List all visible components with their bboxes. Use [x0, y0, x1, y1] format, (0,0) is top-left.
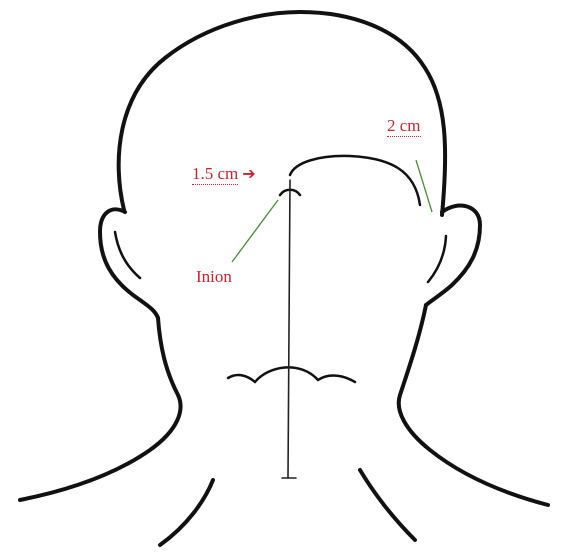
neck-left	[20, 318, 181, 500]
neck-right	[399, 305, 548, 505]
midline	[288, 180, 290, 478]
measurement-arc	[290, 156, 420, 205]
hairline	[228, 367, 355, 382]
left-ear-inner	[115, 232, 140, 278]
label-offset-right-text: 2 cm	[387, 116, 421, 137]
head-outline	[119, 12, 445, 215]
shoulder-line-left	[160, 480, 213, 545]
label-offset-left-text: 1.5 cm	[192, 164, 238, 185]
right-offset-leader-line	[416, 160, 432, 212]
right-arrow-icon: ➔	[242, 164, 255, 183]
left-ear	[100, 209, 158, 318]
right-ear	[426, 206, 480, 305]
shoulder-line-right	[360, 470, 415, 540]
label-offset-right: 2 cm	[387, 117, 421, 134]
label-offset-left: 1.5 cm➔	[192, 165, 256, 182]
label-inion: Inion	[196, 268, 232, 285]
inion-leader-line	[232, 200, 278, 262]
right-ear-inner	[428, 236, 446, 282]
